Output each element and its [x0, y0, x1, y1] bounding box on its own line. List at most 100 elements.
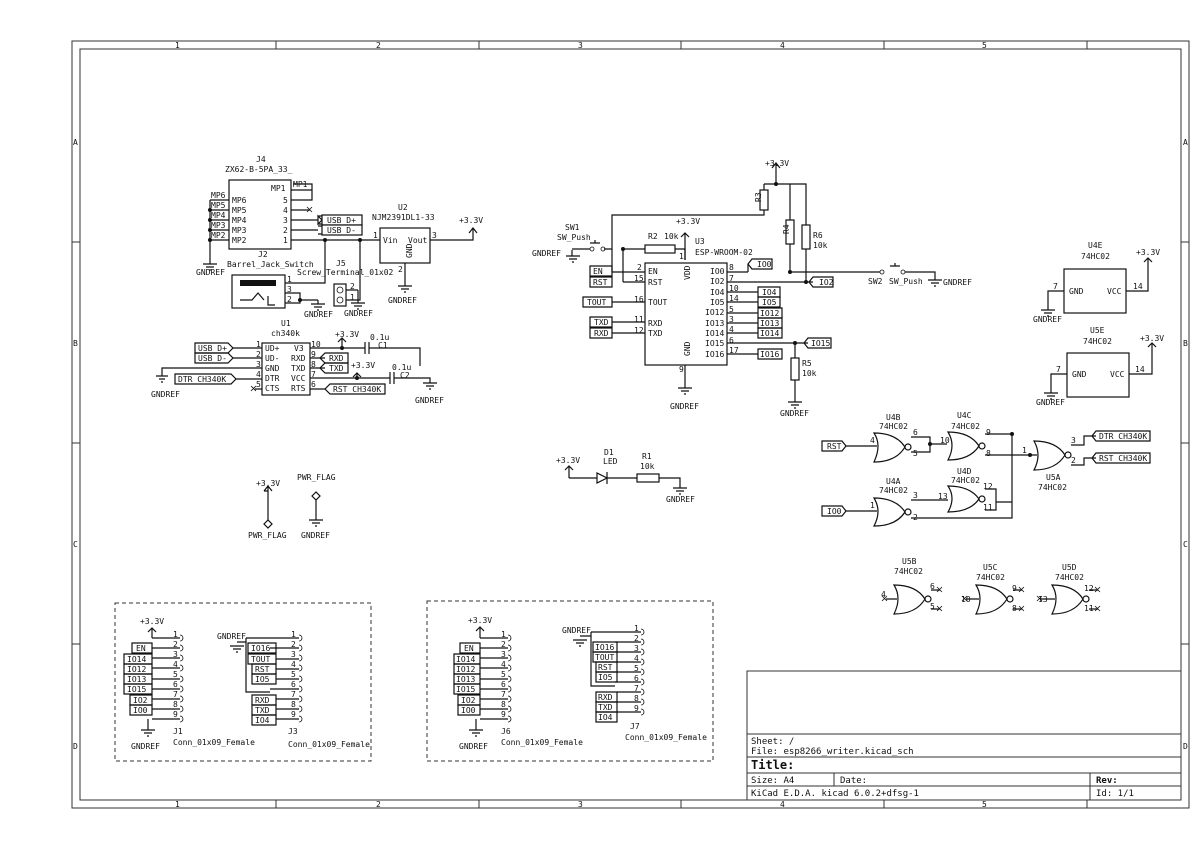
svg-text:9: 9	[634, 704, 639, 713]
svg-text:9: 9	[679, 365, 684, 374]
gnd-label: GNDREF	[780, 409, 809, 418]
gnd-label: GNDREF	[1033, 315, 1062, 324]
svg-text:2: 2	[501, 640, 506, 649]
gnd-label: GNDREF	[666, 495, 695, 504]
title-field: Title:	[751, 758, 794, 772]
svg-text:MP3: MP3	[211, 221, 226, 230]
svg-text:1: 1	[350, 293, 355, 302]
label-tout: TOUT	[595, 653, 614, 662]
value-j7: Conn_01x09_Female	[625, 733, 707, 742]
col-label: 5	[982, 41, 987, 50]
pin-io2: IO2	[710, 277, 725, 286]
value-j3: Conn_01x09_Female	[288, 740, 370, 749]
pin-tout: TOUT	[648, 298, 667, 307]
svg-text:6: 6	[291, 680, 296, 689]
power-label: +3.3V	[256, 479, 280, 488]
svg-text:8: 8	[986, 449, 991, 458]
svg-text:3: 3	[913, 491, 918, 500]
col-label: 2	[376, 800, 381, 809]
label-io0: IO0	[757, 260, 772, 269]
pin-io12: IO12	[705, 308, 724, 317]
svg-text:6: 6	[501, 680, 506, 689]
power-flags: +3.3V PWR_FLAG PWR_FLAG GNDREF	[248, 473, 336, 540]
svg-text:9: 9	[986, 428, 991, 437]
pin-udp: UD+	[265, 344, 280, 353]
pin-mp1: MP1	[271, 184, 286, 193]
row-label: A	[1183, 138, 1188, 147]
svg-text:2: 2	[283, 226, 288, 235]
label-usb-dm: USB_D-	[198, 354, 227, 363]
gnd-label: GNDREF	[301, 531, 330, 540]
value-j1: Conn_01x09_Female	[173, 738, 255, 747]
svg-text:10: 10	[940, 436, 950, 445]
pin-v3: V3	[294, 344, 304, 353]
svg-text:9: 9	[501, 710, 506, 719]
label-io0: IO0	[461, 706, 476, 715]
svg-text:1: 1	[679, 252, 684, 261]
svg-text:1: 1	[283, 236, 288, 245]
power-label: +3.3V	[676, 217, 700, 226]
label-io0: IO0	[827, 507, 842, 516]
col-label: 2	[376, 41, 381, 50]
pin-mp1-label: MP1	[293, 180, 308, 189]
ref-j6: J6	[501, 727, 511, 736]
power-label: +3.3V	[765, 159, 789, 168]
connector-group-left: +3.3V 123 456 789 EN IO14 IO12 IO13 IO15…	[114, 602, 372, 762]
gnd-label: GNDREF	[532, 249, 561, 258]
gnd-label: GNDREF	[1036, 398, 1065, 407]
value-r2: 10k	[664, 232, 679, 241]
label-io14: IO14	[456, 655, 475, 664]
svg-text:13: 13	[1038, 595, 1048, 604]
svg-text:14: 14	[1133, 282, 1143, 291]
col-label: 3	[578, 41, 583, 50]
value-u5d: 74HC02	[1055, 573, 1084, 582]
pin-mp6: MP6	[232, 196, 247, 205]
label-txd: TXD	[255, 706, 270, 715]
label-rst: RST	[593, 278, 608, 287]
label-io5: IO5	[255, 675, 270, 684]
value-u4b: 74HC02	[879, 422, 908, 431]
svg-text:12: 12	[634, 326, 644, 335]
pin-mp5: MP5	[232, 206, 247, 215]
svg-text:8: 8	[311, 360, 316, 369]
label-io16: IO16	[251, 644, 270, 653]
gnd-label: GNDREF	[943, 278, 972, 287]
pwr-flag-label: PWR_FLAG	[297, 473, 336, 482]
value-j6: Conn_01x09_Female	[501, 738, 583, 747]
gnd-label: GNDREF	[459, 742, 488, 751]
power-label: +3.3V	[1140, 334, 1164, 343]
svg-text:1: 1	[373, 231, 378, 240]
gnd-label: GNDREF	[388, 296, 417, 305]
pin-txd: TXD	[291, 364, 306, 373]
ref-u5c: U5C	[983, 563, 998, 572]
svg-text:14: 14	[729, 294, 739, 303]
label-dtr-ch340k: DTR_CH340K	[1099, 432, 1147, 441]
svg-text:5: 5	[173, 670, 178, 679]
power-label: +3.3V	[351, 361, 375, 370]
svg-text:6: 6	[634, 674, 639, 683]
col-label: 1	[175, 41, 180, 50]
ref-u4e: U4E	[1088, 241, 1103, 250]
ref-j1: J1	[173, 727, 183, 736]
svg-text:9: 9	[291, 710, 296, 719]
svg-text:MP4: MP4	[211, 211, 226, 220]
pin-vout: Vout	[408, 236, 427, 245]
svg-text:16: 16	[634, 295, 644, 304]
esp-module-u3: SW1 SW_Push GNDREF R2 10k +3.3V U3 ESP-W…	[532, 159, 972, 418]
usb-serial-u1: U1 ch340k UD+ UD- GND DTR CTS V3 RXD TXD…	[151, 319, 444, 405]
pin-mp3: MP3	[232, 226, 247, 235]
label-io13: IO13	[127, 675, 146, 684]
svg-text:9: 9	[1012, 584, 1017, 593]
svg-text:1: 1	[501, 630, 506, 639]
value-c1: 0.1u	[370, 333, 389, 342]
label-rst-ch340k: RST_CH340K	[1099, 454, 1147, 463]
svg-text:4: 4	[173, 660, 178, 669]
svg-text:1: 1	[1022, 446, 1027, 455]
svg-text:4: 4	[634, 654, 639, 663]
label-io12: IO12	[127, 665, 146, 674]
label-io14: IO14	[127, 655, 146, 664]
label-io13: IO13	[760, 319, 779, 328]
svg-text:5: 5	[634, 664, 639, 673]
